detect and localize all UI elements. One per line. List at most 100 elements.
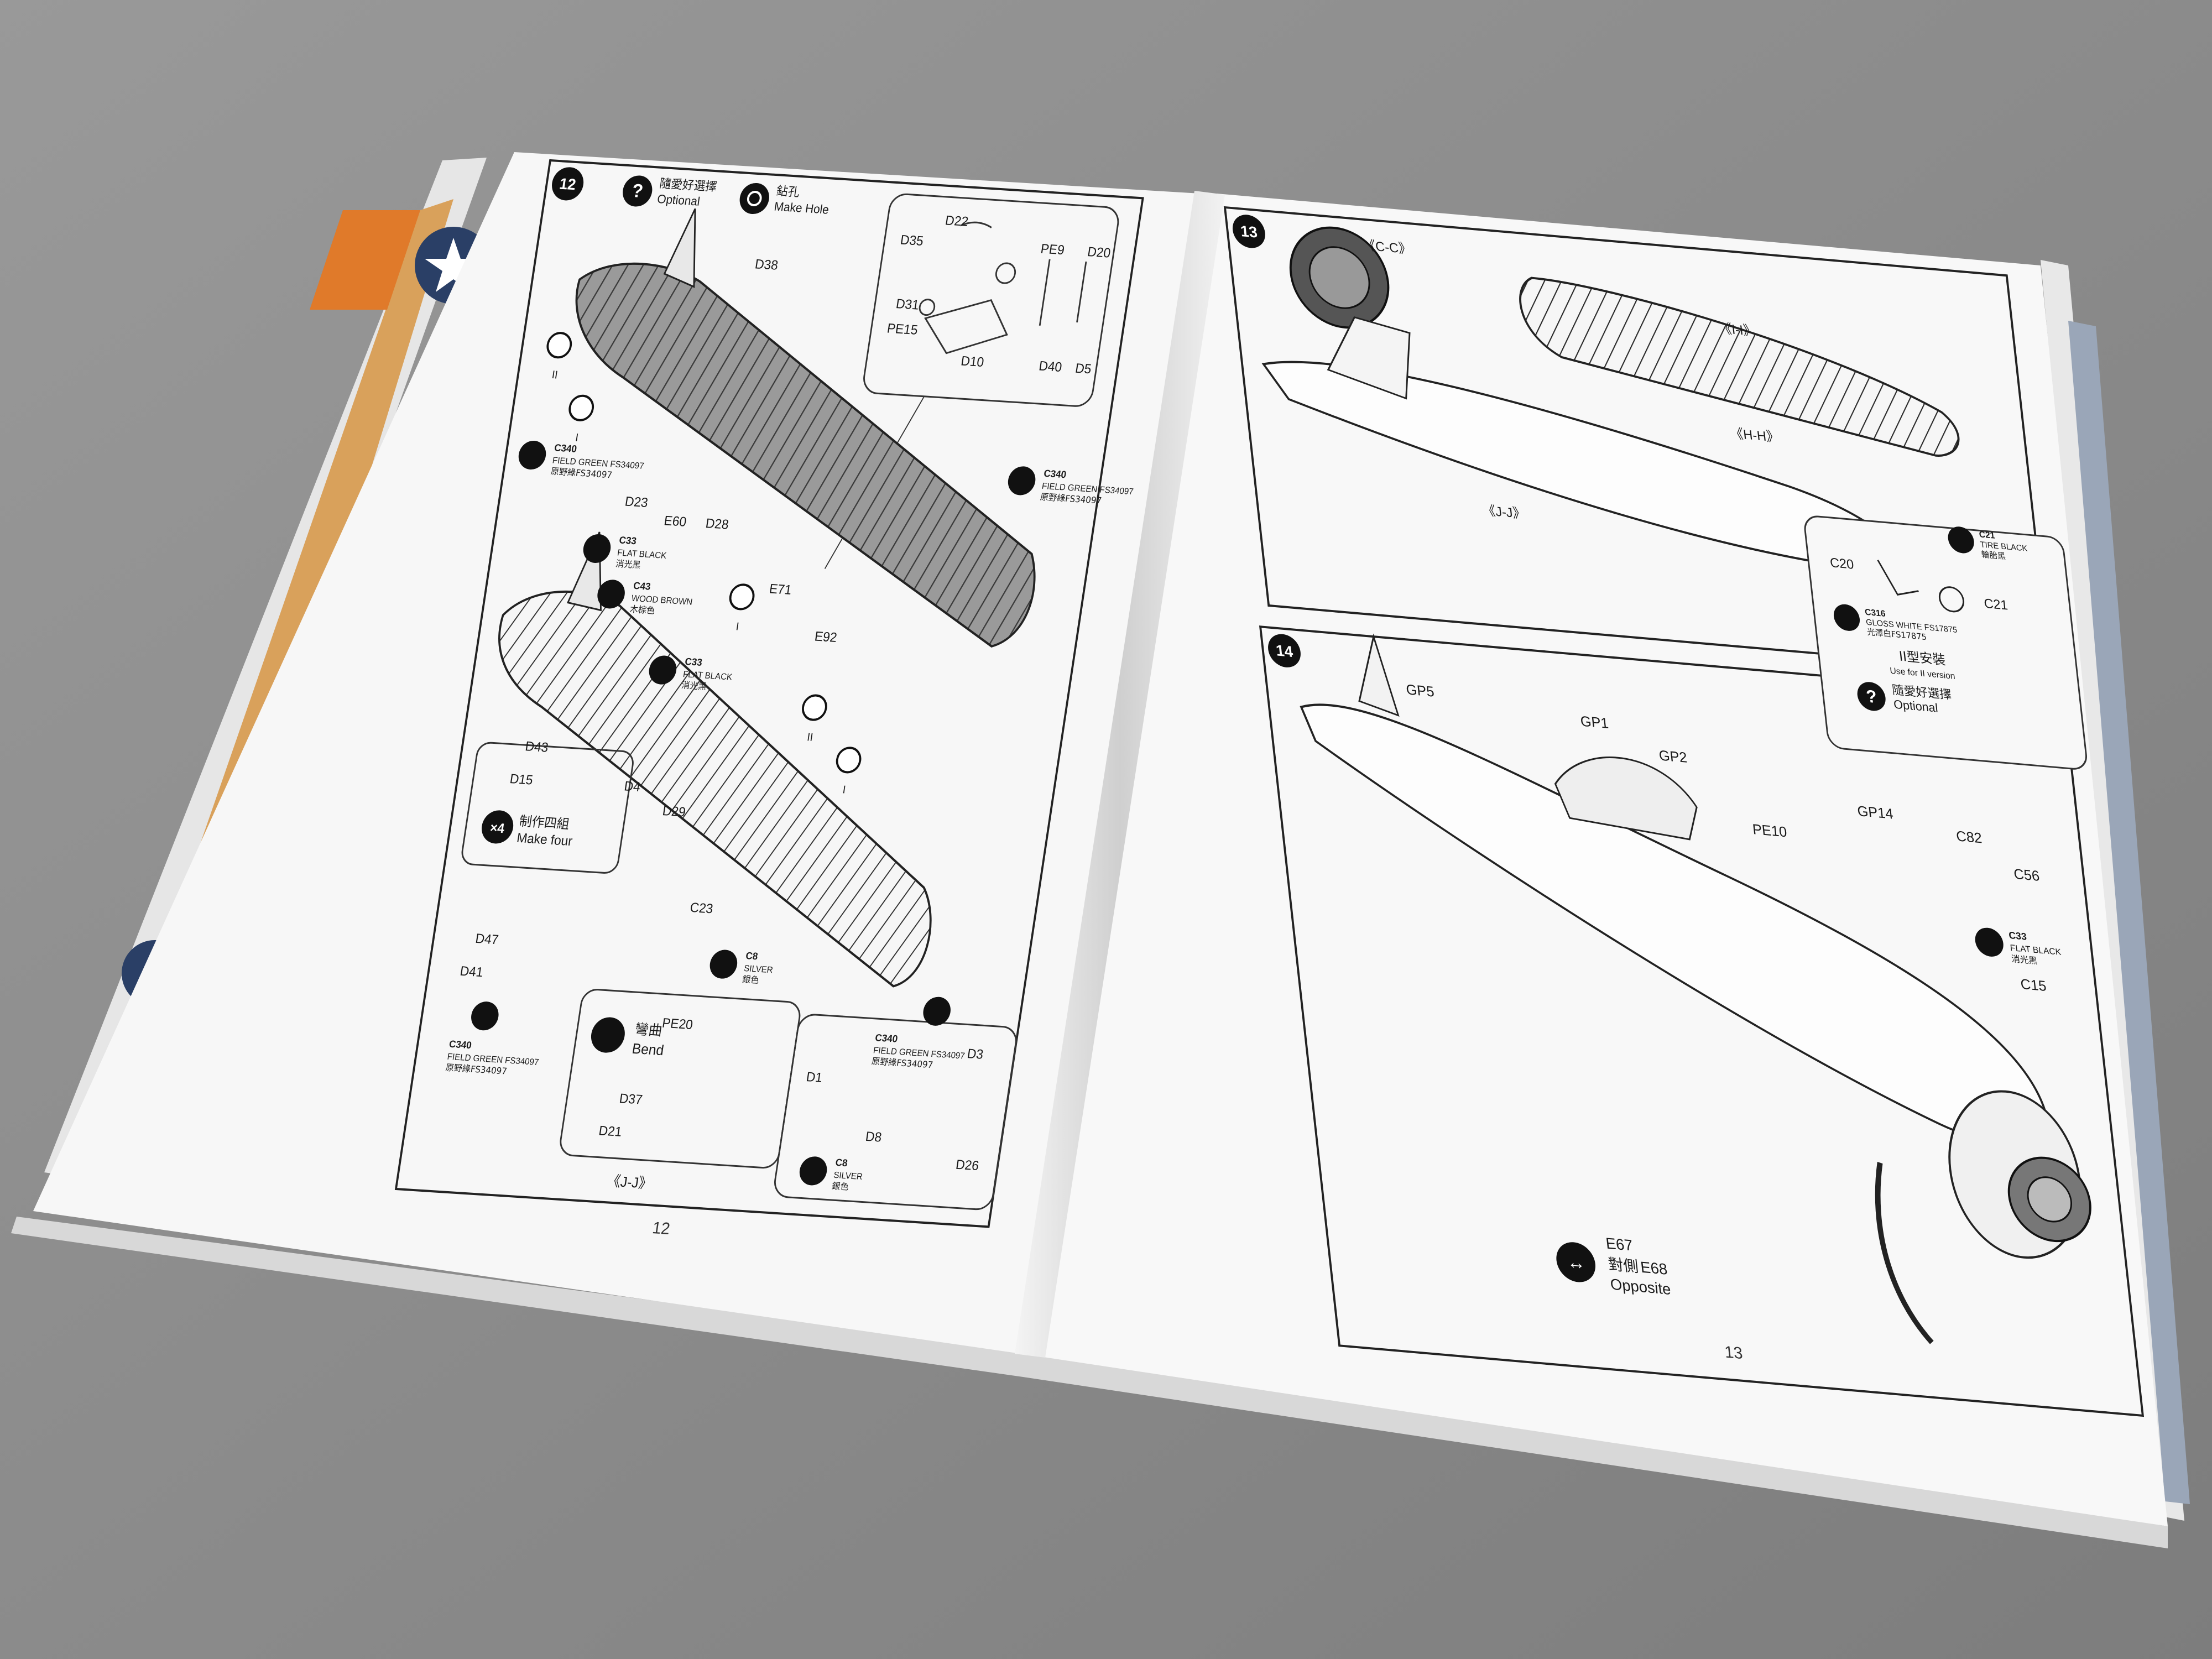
drill-icon: [739, 182, 769, 215]
paint-callout-silver-2: C8 SILVER 銀色: [799, 1156, 863, 1192]
step-12-number: 12: [559, 175, 577, 194]
paint-callout-silver-1: C8 SILVER 銀色: [709, 950, 774, 985]
svg-text:消光黑: 消光黑: [2011, 953, 2038, 966]
svg-text:C43: C43: [633, 580, 651, 592]
part-label: D23: [624, 494, 649, 510]
part-label: D15: [509, 771, 534, 787]
svg-text:×4: ×4: [489, 820, 505, 836]
svg-text:C340: C340: [874, 1032, 899, 1045]
svg-text:Bend: Bend: [631, 1041, 665, 1058]
part-label: D41: [459, 963, 484, 979]
part-label: GP2: [1658, 748, 1688, 766]
svg-text:輪胎黑: 輪胎黑: [1981, 549, 2006, 561]
section-label-jj: 《J-J》: [606, 1173, 654, 1192]
inset-sketch: [919, 221, 1087, 354]
svg-text:C8: C8: [834, 1156, 848, 1168]
part-label: PE20: [661, 1015, 694, 1032]
paint-callout-field-green-top: C340 FIELD GREEN FS34097 原野綠FS34097: [1008, 466, 1134, 506]
detail-inset-bottom: [774, 1014, 1017, 1211]
cover-edge-right: [2041, 260, 2190, 1521]
spine-shadow: [1015, 191, 1225, 1358]
part-label: D21: [598, 1123, 623, 1139]
svg-text:SILVER: SILVER: [743, 964, 774, 975]
part-label: C23: [689, 900, 714, 916]
paint-brush-icon: [649, 655, 677, 685]
svg-text:C21: C21: [1979, 530, 1996, 541]
page-stack-bottom: [11, 1217, 2168, 1548]
detail-inset-top: [863, 193, 1119, 407]
part-label: C56: [2013, 867, 2041, 884]
svg-text:FLAT BLACK: FLAT BLACK: [617, 548, 667, 561]
paint-callout-wood-brown: C43 WOOD BROWN 木棕色: [597, 580, 693, 616]
svg-text:銀色: 銀色: [742, 974, 760, 985]
svg-text:彎曲: 彎曲: [634, 1020, 663, 1039]
part-label: D37: [618, 1091, 643, 1107]
paint-callout-flat-black-right: C33 FLAT BLACK 消光黑: [1975, 927, 2062, 966]
part-label: GP14: [1856, 804, 1894, 822]
paint-brush-icon: [923, 997, 951, 1026]
svg-text:C340: C340: [448, 1038, 473, 1051]
paint-brush-icon: [597, 580, 625, 609]
step13-frame: [1223, 206, 2052, 675]
part-label: C20: [1829, 555, 1855, 572]
paint-brush-icon: [518, 440, 546, 470]
svg-text:Optional: Optional: [656, 192, 701, 208]
paint-brush-icon: [1008, 466, 1036, 495]
part-label: C15: [2020, 977, 2047, 994]
svg-text:鉆孔: 鉆孔: [775, 184, 800, 200]
part-labels-left: D38 D22 D35 PE9 D20 D31 PE15 D10 D40 D5 …: [459, 213, 1112, 1173]
part-label: D43: [524, 739, 549, 755]
hole-marker-5: I: [836, 747, 862, 796]
svg-text:C340: C340: [1043, 467, 1067, 480]
opposite-callout: ↔ E67 對側 E68 Opposite: [1556, 1234, 1672, 1298]
svg-text:C33: C33: [2008, 930, 2027, 942]
part-label: PE10: [1752, 822, 1788, 841]
paint-callout-field-green-lower: C340 FIELD GREEN FS34097 原野綠FS34097: [445, 1001, 540, 1077]
svg-text:制作四組: 制作四組: [518, 813, 570, 832]
question-icon: [623, 175, 653, 207]
left-page-content: 12 ? 隨愛好選擇 Optional 鉆孔 Make Hole: [394, 159, 1144, 1238]
left-page-number: 12: [651, 1218, 671, 1238]
part-label: D1: [805, 1070, 823, 1085]
svg-text:I: I: [735, 620, 740, 633]
part-label: GP1: [1579, 713, 1609, 732]
step-12-badge: [552, 167, 584, 201]
x4-badge: [482, 810, 514, 844]
part-label: D47: [474, 931, 499, 947]
paint-brush-icon: [583, 534, 611, 564]
paint-callout-field-green-mid: C340 FIELD GREEN FS34097 原野綠FS34097: [871, 997, 966, 1070]
svg-text:木棕色: 木棕色: [629, 603, 656, 615]
part-label: C82: [1955, 828, 1983, 846]
step14-fuselage: [1300, 633, 2091, 1344]
svg-text:E68: E68: [1640, 1258, 1668, 1277]
bend-icon: [591, 1017, 625, 1053]
part-label: D29: [661, 804, 686, 820]
part-label: D26: [955, 1157, 980, 1173]
hole-marker-3: I: [729, 583, 755, 633]
part-label: D4: [623, 779, 641, 794]
hole-marker-1: II: [546, 332, 572, 382]
step-14-badge: [1268, 634, 1301, 667]
part-label: D8: [864, 1129, 883, 1144]
svg-text:TIRE BLACK: TIRE BLACK: [1980, 540, 2028, 554]
optional-badge-right: ? 隨愛好選擇 Optional: [1857, 682, 1952, 715]
svg-text:II: II: [551, 368, 559, 381]
svg-text:E67: E67: [1605, 1234, 1634, 1254]
part-label: E92: [813, 629, 838, 645]
svg-text:C316: C316: [1864, 608, 1886, 619]
paint-brush-icon: [799, 1156, 827, 1186]
paint-brush-icon: [471, 1001, 499, 1031]
part-labels-step14: GP5 GP1 GP2 GP14 C82 C56 PE10 C15: [1405, 682, 2047, 994]
svg-text:消光黑: 消光黑: [615, 558, 641, 570]
right-page-content: 13 《C-C》 《I-I》 《H-H》 《J-J》 C20 C21 C21 T…: [1223, 206, 2145, 1417]
hole-marker-4: II: [802, 694, 827, 744]
svg-text:I: I: [575, 431, 580, 444]
svg-text:↔: ↔: [1566, 1251, 1586, 1274]
question-icon: [1857, 682, 1886, 711]
paint-callout-flat-black-2: C33 FLAT BLACK 消光黑: [649, 655, 733, 692]
tail-wheel-sketch: [1877, 560, 1965, 613]
part-label: D31: [895, 296, 920, 312]
hole-marker-2: I: [568, 394, 594, 444]
part-label: D5: [1074, 361, 1093, 376]
paint-brush-icon: [1948, 526, 1974, 554]
